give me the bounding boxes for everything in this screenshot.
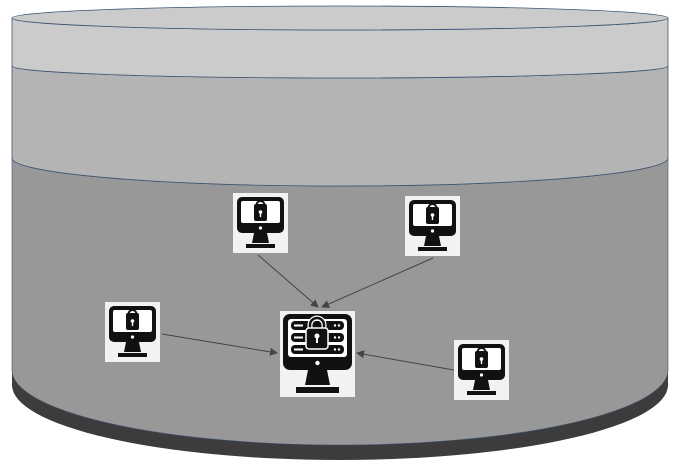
arrow-client-3-to-server [161, 333, 278, 356]
arrow-client-1-to-server [257, 254, 319, 308]
locked-monitor-icon [453, 339, 510, 401]
secure-server-monitor-icon [280, 311, 355, 397]
arrow-client-4-to-server [356, 350, 455, 371]
connections [161, 254, 455, 371]
top-ellipse [11, 5, 669, 31]
locked-monitor-icon [104, 301, 161, 363]
locked-monitor-icon [232, 192, 289, 254]
locked-monitor-icon [404, 195, 461, 257]
middle-layer [11, 65, 669, 187]
arrow-client-2-to-server [321, 257, 434, 308]
bottom-layer [11, 157, 669, 446]
